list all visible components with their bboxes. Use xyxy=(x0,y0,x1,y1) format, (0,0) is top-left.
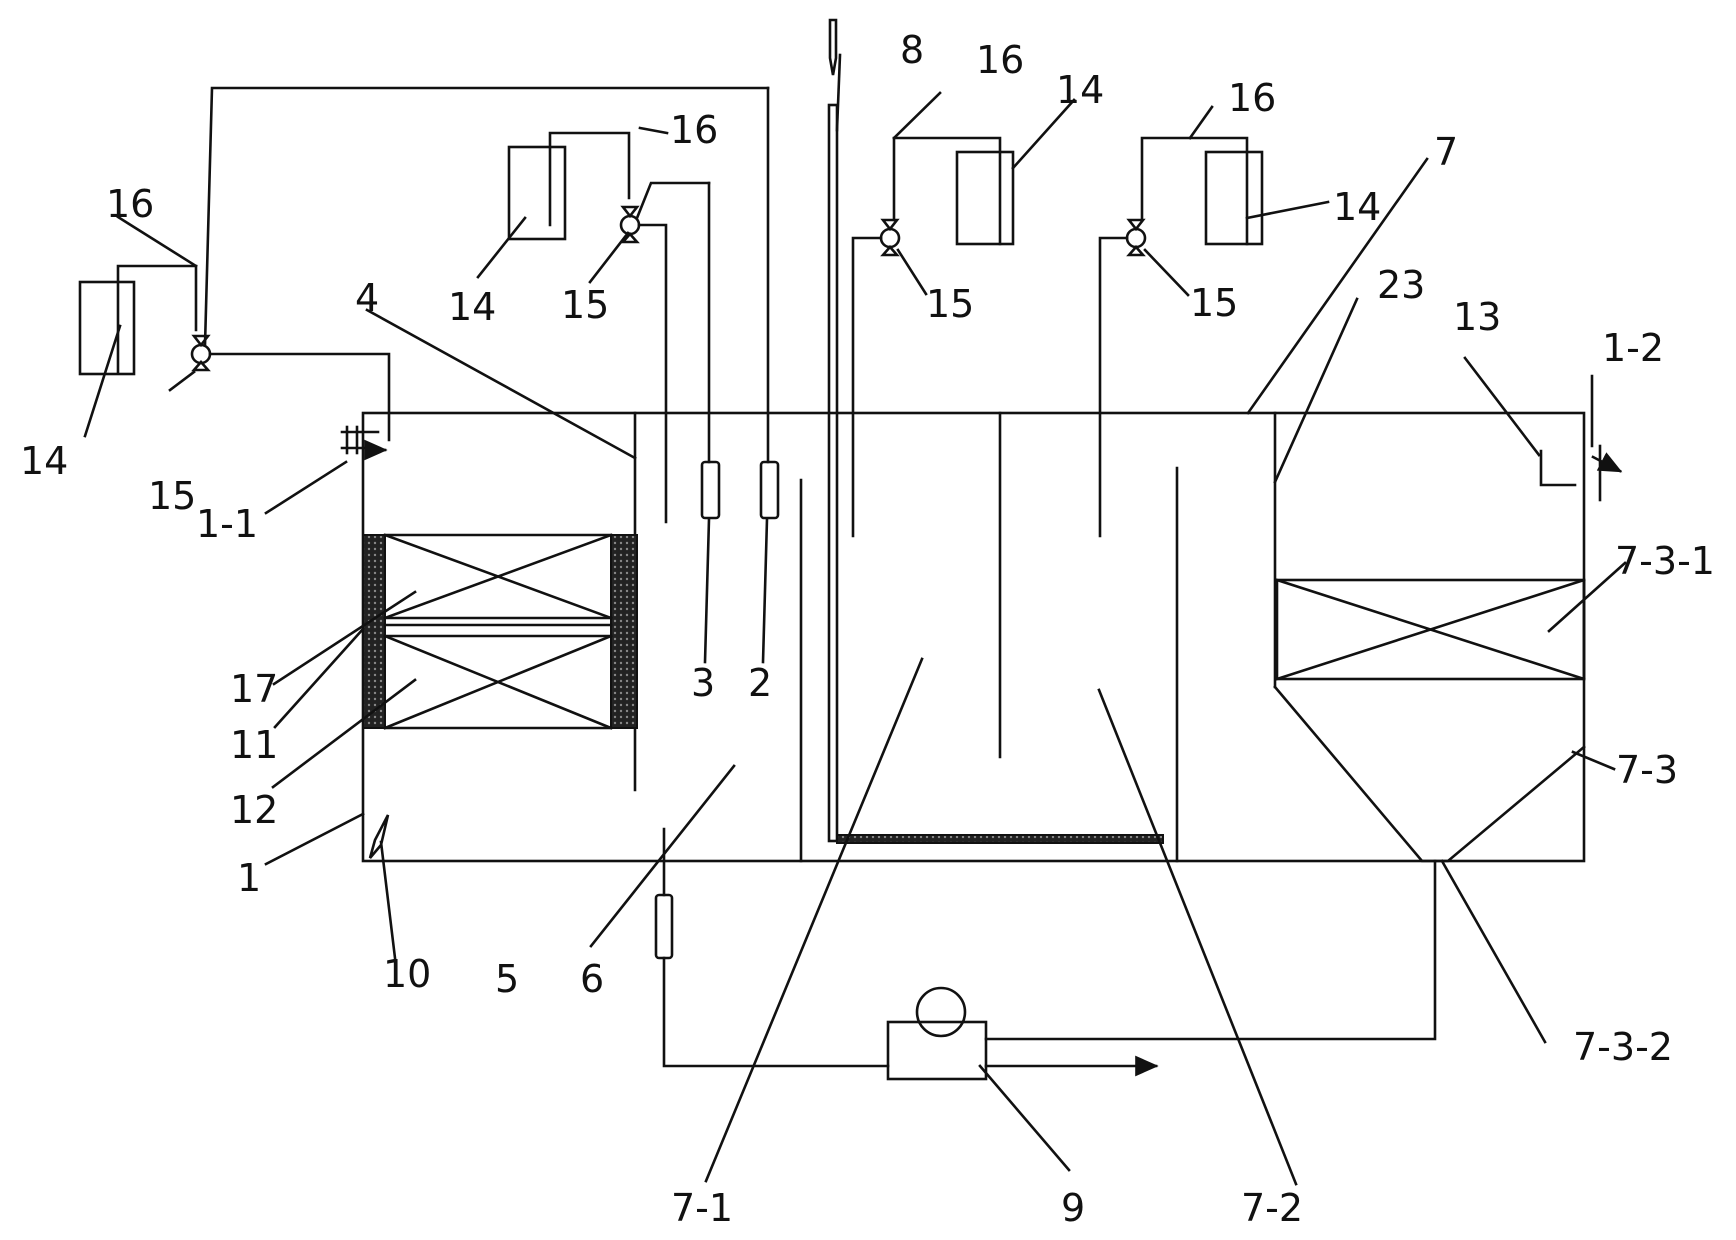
label-16-c: 16 xyxy=(976,38,1024,82)
label-7-3-2: 7-3-2 xyxy=(1573,1025,1673,1069)
valve-10 xyxy=(368,814,390,859)
probe-2 xyxy=(759,460,780,520)
label-16-b: 16 xyxy=(670,108,718,152)
reagent-tank-14d xyxy=(1204,150,1264,246)
label-15-a: 15 xyxy=(148,474,196,518)
label-1-2: 1-2 xyxy=(1602,326,1664,370)
label-16-d: 16 xyxy=(1228,76,1276,120)
label-13: 13 xyxy=(1453,295,1501,339)
label-14-b: 14 xyxy=(448,285,496,329)
label-7-3: 7-3 xyxy=(1616,748,1678,792)
label-16-a: 16 xyxy=(106,182,154,226)
label-5: 5 xyxy=(495,957,519,1001)
reagent-tank-14c xyxy=(955,150,1015,246)
label-7-3-1: 7-3-1 xyxy=(1615,539,1715,583)
dosing-unit-left xyxy=(78,86,770,442)
probe-3 xyxy=(700,460,721,520)
probe-8 xyxy=(828,18,838,76)
label-15-d: 15 xyxy=(1190,281,1238,325)
label-15-b: 15 xyxy=(561,283,609,327)
leader-lines xyxy=(83,53,1627,1186)
label-17: 17 xyxy=(230,667,278,711)
label-7-2: 7-2 xyxy=(1241,1186,1303,1230)
reagent-tank-14 xyxy=(78,280,136,376)
pipe-8 xyxy=(827,103,839,843)
label-14-c: 14 xyxy=(1056,68,1104,112)
settling-zone xyxy=(1273,578,1586,863)
label-2: 2 xyxy=(748,661,772,705)
label-7-1: 7-1 xyxy=(671,1186,733,1230)
dosing-unit-2 xyxy=(507,131,711,524)
outlet-1-1 xyxy=(340,425,388,461)
label-14-d: 14 xyxy=(1333,185,1381,229)
label-15-c: 15 xyxy=(926,282,974,326)
flowmeter xyxy=(654,893,674,960)
label-1-1: 1-1 xyxy=(196,502,258,546)
outlet-1-2 xyxy=(1539,444,1623,502)
label-6: 6 xyxy=(580,957,604,1001)
label-23: 23 xyxy=(1377,263,1425,307)
recycle-pump-9 xyxy=(368,814,1437,1081)
pump-15d xyxy=(1125,227,1147,249)
pump-15c xyxy=(879,227,901,249)
dosing-unit-4 xyxy=(1098,136,1264,538)
label-14-a: 14 xyxy=(20,439,68,483)
aeration-pipe xyxy=(827,18,1164,844)
probes xyxy=(700,86,780,520)
label-11: 11 xyxy=(230,723,278,767)
aerator-tube xyxy=(836,834,1164,844)
label-12: 12 xyxy=(230,788,278,832)
label-8: 8 xyxy=(900,28,924,72)
label-3: 3 xyxy=(691,661,715,705)
dosing-unit-3 xyxy=(851,136,1015,538)
label-4: 4 xyxy=(355,276,379,320)
label-10: 10 xyxy=(383,952,431,996)
reagent-tank-14b xyxy=(507,145,567,241)
labels: 16 14 15 1-1 4 14 15 16 8 16 14 15 15 16… xyxy=(20,28,1715,1230)
membrane-module xyxy=(362,533,638,730)
label-9: 9 xyxy=(1061,1186,1085,1230)
label-7: 7 xyxy=(1434,130,1458,174)
label-1: 1 xyxy=(237,856,261,900)
